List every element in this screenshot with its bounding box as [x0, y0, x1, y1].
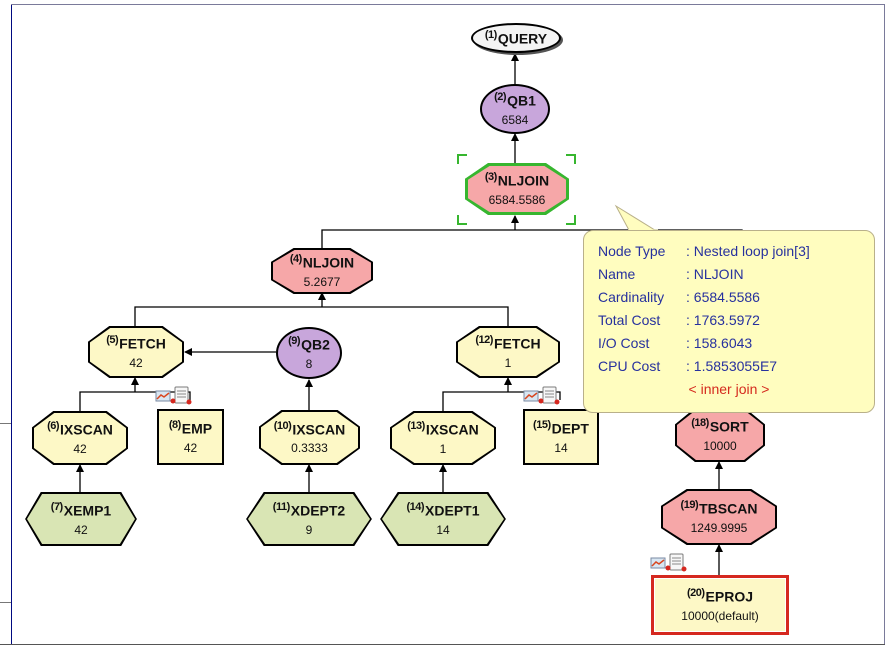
plan-node-qb1[interactable]: (2)QB1 6584	[480, 84, 550, 134]
node-value: 6584	[501, 112, 529, 127]
node-number: (10)	[273, 419, 292, 432]
plan-node-ixscan-6[interactable]: (6)IXSCAN 42	[32, 411, 128, 465]
tooltip-key: Total Cost	[598, 312, 661, 328]
panel-divider	[0, 602, 11, 603]
node-value: 14	[554, 440, 568, 455]
tooltip-key: Node Type	[598, 243, 666, 259]
tooltip-key: I/O Cost	[598, 335, 650, 351]
node-label: QUERY	[497, 30, 548, 47]
node-number: (2)	[494, 91, 507, 104]
node-label: FETCH	[119, 335, 166, 352]
tooltip-key: CPU Cost	[598, 358, 661, 374]
tooltip-value: : 6584.5586	[686, 289, 760, 305]
node-value: 8	[305, 356, 313, 371]
plan-node-nljoin-4[interactable]: (4)NLJOIN 5.2677	[271, 248, 373, 294]
canvas-border	[11, 4, 885, 5]
node-number: (11)	[272, 501, 290, 514]
plan-node-table-eproj[interactable]: (20)EPROJ 10000(default)	[651, 575, 789, 635]
tooltip-value: : NLJOIN	[686, 266, 744, 282]
plan-node-sort-18[interactable]: (18)SORT 10000	[675, 408, 765, 462]
table-stats-icon[interactable]	[650, 552, 688, 572]
node-label: EPROJ	[705, 588, 754, 605]
node-number: (4)	[289, 253, 302, 266]
node-number: (20)	[686, 587, 705, 600]
node-label: XDEPT1	[425, 502, 480, 519]
node-label: QB1	[507, 92, 536, 109]
table-stats-icon[interactable]	[155, 385, 193, 405]
node-number: (18)	[691, 417, 709, 430]
node-label: QB2	[301, 336, 330, 353]
canvas-border	[0, 644, 885, 645]
node-label: IXSCAN	[425, 421, 479, 438]
node-label: NLJOIN	[497, 172, 550, 189]
plan-node-fetch-12[interactable]: (12)FETCH 1	[456, 326, 560, 378]
plan-node-table-emp[interactable]: (8)EMP 42	[157, 409, 224, 465]
node-details-tooltip: Node Type : Nested loop join[3] Name : NLJ…	[583, 230, 875, 413]
node-value: 42	[183, 440, 198, 455]
node-value: 1249.9995	[690, 520, 748, 535]
node-value: 1	[439, 441, 447, 456]
node-value: 5.2677	[303, 274, 341, 289]
node-number: (13)	[407, 420, 425, 433]
table-stats-icon[interactable]	[523, 385, 561, 405]
selection-handle[interactable]	[457, 154, 467, 164]
tooltip-value: : 1763.5972	[686, 312, 760, 328]
plan-node-qb2[interactable]: (9)QB2 8	[276, 327, 342, 379]
node-number: (6)	[47, 420, 60, 433]
selection-handle[interactable]	[566, 154, 576, 164]
plan-node-index-xemp1[interactable]: (7)XEMP1 42	[25, 492, 137, 546]
node-number: (9)	[288, 335, 301, 348]
plan-node-query[interactable]: (1)QUERY	[471, 23, 561, 53]
node-value: 10000(default)	[681, 608, 759, 623]
node-label: XDEPT2	[290, 502, 346, 519]
tooltip-value: : 1.5853055E7	[686, 358, 778, 374]
node-number: (19)	[680, 499, 699, 512]
selection-handle[interactable]	[457, 215, 467, 225]
node-number: (7)	[50, 501, 63, 514]
plan-node-nljoin-3[interactable]: (3)NLJOIN 6584.5586	[465, 163, 569, 215]
node-label: SORT	[709, 418, 749, 435]
tooltip-value: : Nested loop join[3]	[686, 243, 810, 259]
canvas-border	[11, 4, 12, 644]
tooltip-key: Name	[598, 266, 636, 282]
node-number: (5)	[106, 334, 119, 347]
plan-node-tbscan-19[interactable]: (19)TBSCAN 1249.9995	[661, 489, 777, 545]
tooltip-key: Cardinality	[598, 289, 665, 305]
panel-divider	[0, 423, 11, 424]
node-label: XEMP1	[63, 502, 112, 519]
node-number: (8)	[168, 419, 181, 432]
plan-node-ixscan-10[interactable]: (10)IXSCAN 0.3333	[259, 410, 360, 465]
node-value: 1	[504, 355, 512, 370]
node-value: 10000	[703, 438, 737, 453]
node-value: 0.3333	[291, 441, 328, 456]
node-label: IXSCAN	[292, 421, 346, 438]
plan-node-fetch-5[interactable]: (5)FETCH 42	[88, 326, 184, 378]
node-number: (15)	[533, 419, 551, 432]
node-value: 42	[74, 522, 88, 537]
plan-node-index-xdept1[interactable]: (14)XDEPT1 14	[380, 492, 506, 546]
node-label: EMP	[181, 420, 213, 437]
node-value: 6584.5586	[488, 192, 546, 207]
node-label: FETCH	[493, 335, 541, 352]
selection-handle[interactable]	[566, 215, 576, 225]
tooltip-value: : 158.6043	[686, 335, 753, 351]
node-label: DEPT	[551, 420, 589, 437]
node-label: IXSCAN	[60, 421, 113, 438]
plan-node-ixscan-13[interactable]: (13)IXSCAN 1	[390, 411, 496, 465]
node-number: (1)	[484, 28, 497, 41]
node-value: 14	[436, 522, 450, 537]
node-value: 42	[73, 441, 87, 456]
node-value: 9	[305, 522, 313, 537]
plan-node-index-xdept2[interactable]: (11)XDEPT2 9	[246, 492, 372, 546]
node-number: (14)	[406, 501, 425, 514]
tooltip-join-type: < inner join >	[688, 381, 770, 397]
node-value: 42	[129, 355, 143, 370]
plan-node-table-dept[interactable]: (15)DEPT 14	[523, 409, 599, 465]
node-number: (3)	[484, 171, 497, 184]
node-number: (12)	[475, 334, 493, 347]
node-label: TBSCAN	[699, 500, 758, 517]
node-label: NLJOIN	[302, 254, 355, 271]
